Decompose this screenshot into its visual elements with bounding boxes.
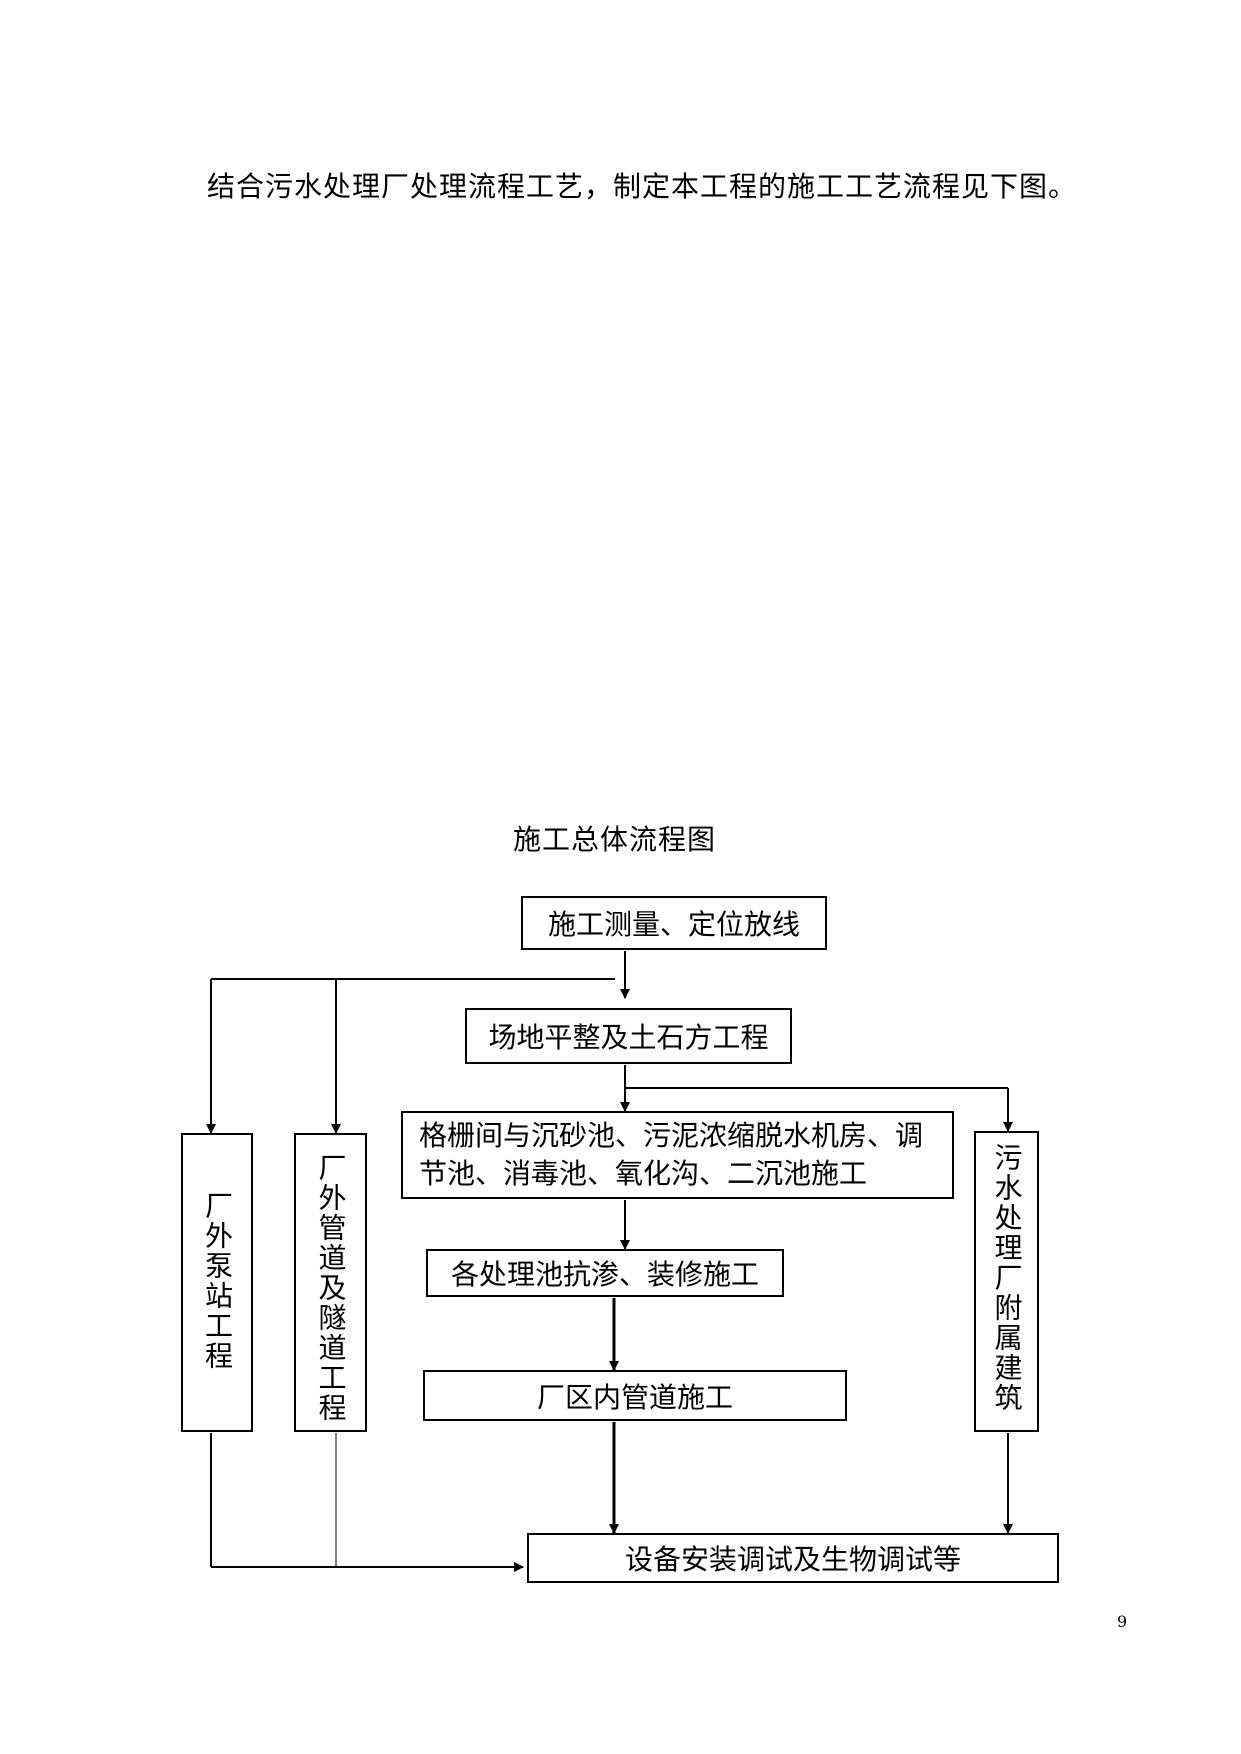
flowchart-title: 施工总体流程图 <box>513 823 717 856</box>
step-external-pipeline: 厂外管道及隧道工程 <box>294 1133 367 1432</box>
step-pump-station: 厂外泵站工程 <box>181 1133 253 1432</box>
step-auxiliary-buildings-label: 污水处理厂附属建筑 <box>990 1143 1024 1413</box>
step-main-structures-line2: 节池、消毒池、氧化沟、二沉池施工 <box>419 1157 868 1190</box>
step-anti-seepage: 各处理池抗渗、装修施工 <box>426 1249 784 1297</box>
step-site-leveling-label: 场地平整及土石方工程 <box>488 1021 769 1054</box>
step-site-leveling: 场地平整及土石方工程 <box>465 1008 792 1064</box>
step-survey: 施工测量、定位放线 <box>521 896 827 950</box>
step-main-structures-line1: 格栅间与沉砂池、污泥浓缩脱水机房、调 <box>419 1119 924 1152</box>
intro-paragraph: 结合污水处理厂处理流程工艺，制定本工程的施工工艺流程见下图。 <box>207 170 1078 203</box>
page-number: 9 <box>1117 1612 1128 1631</box>
step-survey-label: 施工测量、定位放线 <box>547 908 800 941</box>
step-plant-piping: 厂区内管道施工 <box>423 1370 847 1421</box>
step-external-pipeline-label: 厂外管道及隧道工程 <box>314 1153 348 1423</box>
step-commissioning-label: 设备安装调试及生物调试等 <box>624 1543 961 1576</box>
step-main-structures: 格栅间与沉砂池、污泥浓缩脱水机房、调 节池、消毒池、氧化沟、二沉池施工 <box>401 1111 954 1199</box>
step-plant-piping-label: 厂区内管道施工 <box>536 1380 733 1414</box>
step-anti-seepage-label: 各处理池抗渗、装修施工 <box>450 1258 759 1291</box>
step-commissioning: 设备安装调试及生物调试等 <box>527 1533 1059 1583</box>
step-auxiliary-buildings: 污水处理厂附属建筑 <box>974 1131 1039 1432</box>
step-pump-station-label: 厂外泵站工程 <box>201 1191 234 1371</box>
